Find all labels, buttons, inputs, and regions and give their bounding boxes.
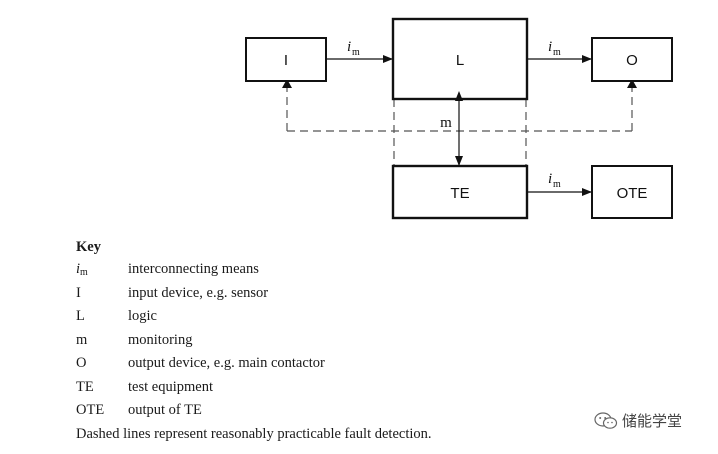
key-title: Key <box>76 239 101 255</box>
wechat-icon <box>594 411 618 429</box>
watermark: 储能学堂 <box>594 410 682 431</box>
key-note: Dashed lines represent reasonably practi… <box>76 425 432 442</box>
box-output-label: O <box>626 52 638 69</box>
key-row: m monitoring <box>76 329 636 353</box>
svg-text:m: m <box>553 47 561 58</box>
svg-text:i: i <box>347 39 351 55</box>
key-definition: output device, e.g. main contactor <box>128 355 325 371</box>
key-row: TE test equipment <box>76 376 636 400</box>
key-term: TE <box>76 378 94 395</box>
dashed-arrowhead-input <box>282 79 292 88</box>
key-row: im interconnecting means <box>76 258 636 282</box>
dashed-arrowhead-output <box>627 79 637 88</box>
key-term: im <box>76 261 88 278</box>
key-definition: test equipment <box>128 378 213 395</box>
label-monitoring: m <box>440 115 452 131</box>
label-im-1: i m <box>347 39 360 58</box>
box-output-te: OTE <box>591 165 673 219</box>
label-im-3: i m <box>548 171 561 190</box>
box-ote-label: OTE <box>617 185 648 202</box>
box-output: O <box>591 37 673 82</box>
key-row: OTE output of TE <box>76 399 636 423</box>
svg-text:i: i <box>548 171 552 187</box>
connectors <box>326 55 592 196</box>
key-row: I input device, e.g. sensor <box>76 282 636 306</box>
key-term: I <box>76 284 81 301</box>
key-term: m <box>76 331 88 348</box>
svg-text:m: m <box>553 179 561 190</box>
label-im-2: i m <box>548 39 561 58</box>
key-definition: logic <box>128 308 157 324</box>
key-definition: output of TE <box>128 402 202 418</box>
key-row: L logic <box>76 305 636 329</box>
key-definition: input device, e.g. sensor <box>128 284 269 301</box>
box-te-label: TE <box>450 185 469 202</box>
key-term: OTE <box>76 402 105 418</box>
block-diagram: I L O TE OTE i m i m i m m <box>245 17 673 220</box>
box-logic: L <box>391 17 529 101</box>
diagram-key: Key im interconnecting means I input dev… <box>76 236 636 446</box>
svg-text:i: i <box>548 39 552 55</box>
key-term: L <box>76 308 85 324</box>
key-term: O <box>76 355 87 371</box>
svg-text:m: m <box>352 47 360 58</box>
key-row: O output device, e.g. main contactor <box>76 352 636 376</box>
key-definition: monitoring <box>128 331 193 348</box>
box-logic-label: L <box>456 52 464 69</box>
box-input-label: I <box>284 52 288 69</box>
box-test-equipment: TE <box>391 164 529 220</box>
watermark-text: 储能学堂 <box>622 412 683 430</box>
key-definition: interconnecting means <box>128 261 259 277</box>
box-input: I <box>245 37 327 82</box>
